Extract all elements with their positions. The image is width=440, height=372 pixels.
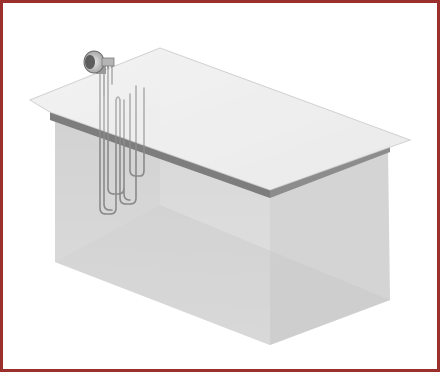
tank-lid	[28, 47, 412, 191]
lid-overlay	[30, 48, 410, 190]
tank-right-wall	[270, 148, 390, 345]
terminal-head-icon	[83, 50, 115, 74]
tank-rim-front	[50, 112, 270, 198]
